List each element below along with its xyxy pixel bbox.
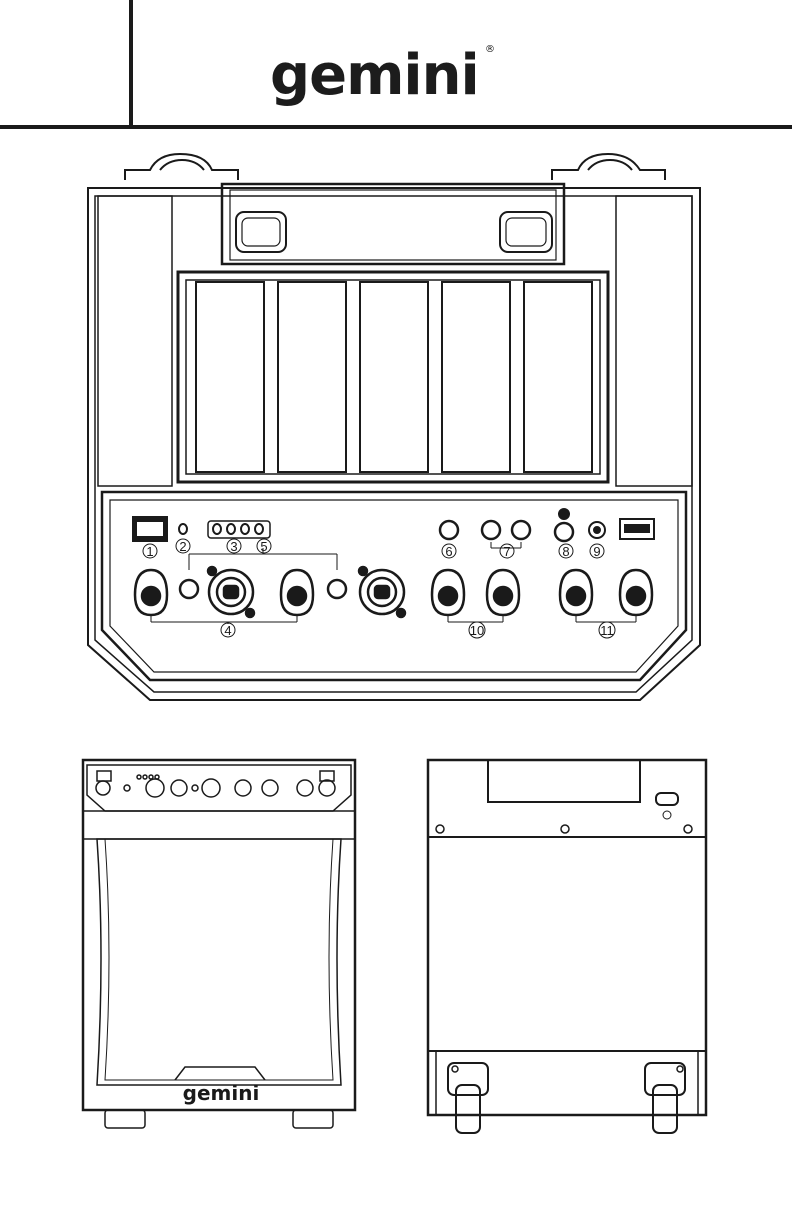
front-logo: gemini bbox=[183, 1081, 260, 1105]
top-view-diagram: 1 2 3 5 4 6 7 8 9 10 11 bbox=[0, 140, 792, 710]
wheel-icon bbox=[448, 1063, 685, 1133]
side-panel-left bbox=[98, 196, 172, 486]
battery-level-leds bbox=[213, 524, 263, 534]
led-8-icon bbox=[559, 509, 569, 519]
callout-10: 10 bbox=[470, 623, 484, 638]
header-divider-horizontal bbox=[0, 125, 792, 129]
side-panel-right bbox=[616, 196, 692, 486]
callout-5: 5 bbox=[260, 539, 267, 554]
jack-7b-icon bbox=[512, 521, 530, 539]
top-handle-left bbox=[125, 154, 238, 180]
callout-6: 6 bbox=[445, 544, 452, 559]
front-foot-right bbox=[293, 1110, 333, 1128]
callout-3: 3 bbox=[230, 539, 237, 554]
header-divider-vertical bbox=[129, 0, 133, 127]
jack-7a-icon bbox=[482, 521, 500, 539]
callout-4: 4 bbox=[224, 623, 231, 638]
callout-8: 8 bbox=[562, 544, 569, 559]
power-inlet-icon bbox=[656, 793, 678, 805]
rear-cabinet-outline bbox=[428, 760, 706, 1115]
jack-6-icon bbox=[440, 521, 458, 539]
screw-icon bbox=[436, 825, 692, 1072]
registered-mark: ® bbox=[485, 44, 495, 55]
rear-handle-recess bbox=[488, 760, 640, 802]
speaker-grille bbox=[97, 839, 341, 1085]
callout-2: 2 bbox=[179, 539, 186, 554]
callout-9: 9 bbox=[593, 544, 600, 559]
callout-7: 7 bbox=[503, 544, 510, 559]
jack-8-icon bbox=[555, 523, 573, 541]
battery-cells bbox=[196, 282, 592, 472]
rear-view-diagram bbox=[420, 755, 715, 1140]
battery-bay bbox=[178, 272, 608, 482]
front-view-diagram: gemini bbox=[75, 755, 370, 1135]
front-control-strip bbox=[87, 765, 351, 811]
led-indicator-icon bbox=[179, 524, 187, 534]
front-cabinet-outline bbox=[83, 760, 355, 1110]
callout-11: 11 bbox=[600, 623, 614, 638]
callout-1: 1 bbox=[146, 544, 153, 559]
top-handle-right bbox=[552, 154, 665, 180]
brand-logo: gemini bbox=[270, 48, 479, 104]
front-foot-left bbox=[105, 1110, 145, 1128]
knob-row bbox=[135, 567, 652, 617]
